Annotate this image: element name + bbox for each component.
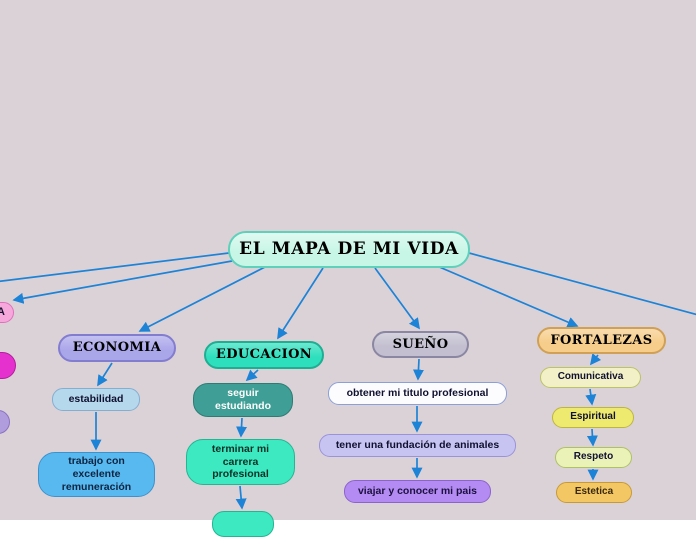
connector-line [586,428,598,447]
connector-line [374,267,420,330]
connector-line [245,369,259,382]
child-comunicativa[interactable]: Comunicativa [540,367,641,388]
connector-line [468,252,696,316]
branch-sueno-topic[interactable]: SUEÑO [372,331,469,358]
child-estabilidad[interactable]: estabilidad [52,388,140,411]
child-espiritual[interactable]: Espiritual [552,407,634,428]
branch-fortalezas-topic[interactable]: FORTALEZAS [537,327,666,354]
root-topic[interactable]: EL MAPA DE MI VIDA [228,231,470,268]
child-estetica[interactable]: Estetica [556,482,632,503]
child-trabajo-remuneracion[interactable]: trabajo con excelente remuneración [38,452,155,497]
connector-line [0,252,230,283]
child-educacion-cutoff[interactable] [212,511,274,537]
child-obtener-titulo[interactable]: obtener mi titulo profesional [328,382,507,405]
connector-line [412,358,424,381]
branch-educacion-topic[interactable]: EDUCACION [204,341,324,369]
connector-line [97,362,113,387]
connector-line [429,262,579,328]
connector-line [277,267,324,340]
connector-lines [0,252,696,510]
child-viajar-pais[interactable]: viajar y conocer mi pais [344,480,491,503]
child-respeto[interactable]: Respeto [555,447,632,468]
branch-economia-topic[interactable]: ECONOMIA [58,334,176,362]
child-terminar-carrera[interactable]: terminar mi carrera profesional [186,439,295,485]
connector-line [138,266,266,332]
connector-line [589,353,602,366]
connector-line [235,485,247,510]
connector-line [585,388,597,406]
connector-group [0,252,696,510]
connector-line [236,417,248,438]
connector-line [12,260,233,304]
child-seguir-estudiando[interactable]: seguir estudiando [193,383,293,417]
child-fundacion-animales[interactable]: tener una fundación de animales [319,434,516,457]
